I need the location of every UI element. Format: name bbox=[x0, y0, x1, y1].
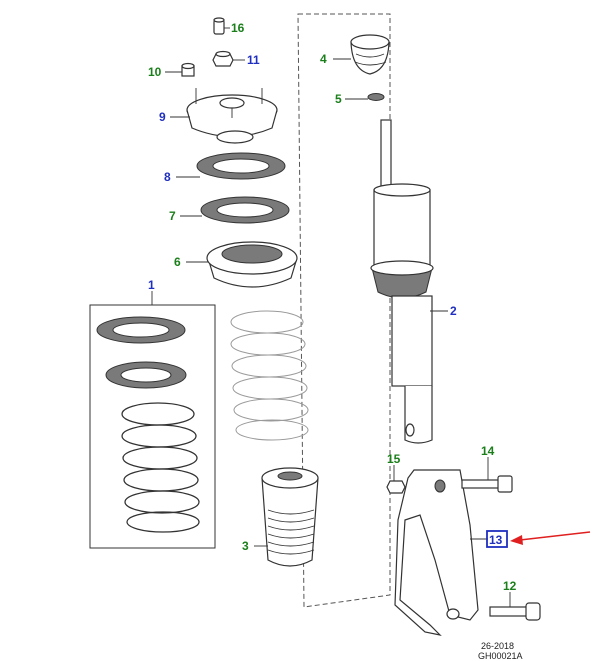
spring-kit-box bbox=[89, 304, 216, 549]
callout-1: 1 bbox=[148, 278, 155, 292]
callout-10: 10 bbox=[148, 65, 162, 79]
part-9-top-mount bbox=[186, 88, 278, 144]
part-3-dust-boot bbox=[261, 467, 319, 567]
callout-16: 16 bbox=[231, 21, 245, 35]
part-10-fastener bbox=[181, 62, 195, 77]
part-7-isolator bbox=[200, 196, 290, 224]
callout-3: 3 bbox=[242, 539, 249, 553]
kit-isolator bbox=[105, 361, 187, 389]
callout-9: 9 bbox=[159, 110, 166, 124]
strut-group-outline bbox=[297, 13, 391, 608]
callout-14: 14 bbox=[481, 444, 495, 458]
callout-2: 2 bbox=[450, 304, 457, 318]
kit-coil-spring bbox=[121, 402, 200, 533]
leader-lines bbox=[151, 27, 511, 607]
part-14-bolt bbox=[461, 475, 513, 493]
callout-8: 8 bbox=[164, 170, 171, 184]
part-13-knuckle-bracket bbox=[394, 469, 479, 636]
callout-4: 4 bbox=[320, 52, 327, 66]
callout-6: 6 bbox=[174, 255, 181, 269]
phantom-coil-spring bbox=[230, 310, 309, 441]
part-4-bump-stop bbox=[350, 34, 390, 75]
callout-11: 11 bbox=[247, 53, 260, 67]
red-pointer-arrow bbox=[510, 531, 591, 545]
part-8-bearing bbox=[196, 152, 286, 180]
part-11-nut bbox=[212, 50, 234, 67]
callout-12: 12 bbox=[503, 579, 517, 593]
callout-5: 5 bbox=[335, 92, 342, 106]
callout-13: 13 bbox=[489, 533, 503, 547]
page-reference: 26-2018 bbox=[481, 641, 514, 651]
part-16-cap bbox=[213, 17, 225, 35]
callout-7: 7 bbox=[169, 209, 176, 223]
part-2-shock-absorber bbox=[370, 119, 434, 444]
part-12-bolt bbox=[489, 602, 541, 621]
part-15-nut bbox=[386, 480, 406, 494]
kit-upper-seat bbox=[96, 316, 186, 344]
part-5-washer bbox=[367, 93, 385, 101]
callout-15: 15 bbox=[387, 452, 401, 466]
drawing-id: GH00021A bbox=[478, 651, 523, 661]
callout-13-highlight-box bbox=[486, 530, 508, 548]
part-6-spring-seat bbox=[206, 241, 298, 288]
